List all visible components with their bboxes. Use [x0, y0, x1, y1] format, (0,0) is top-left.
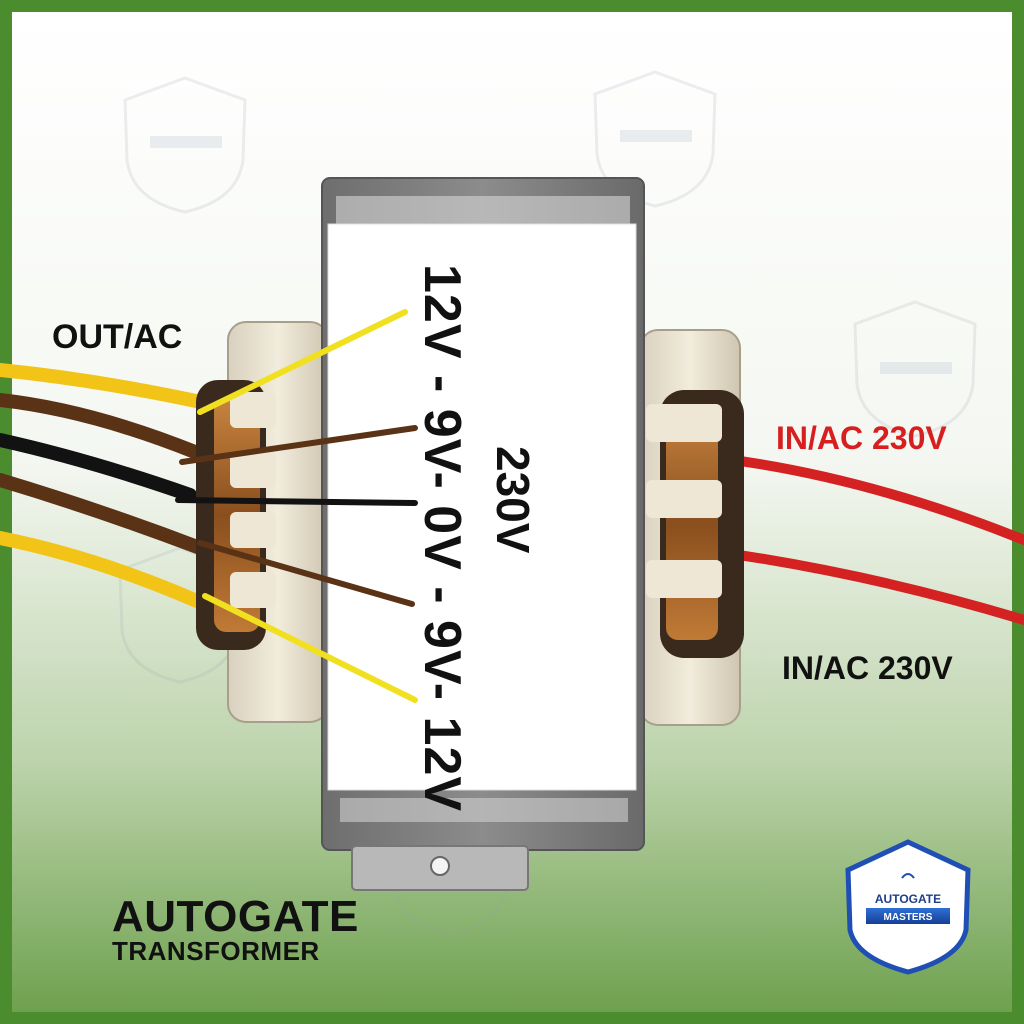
pointer-lines — [175, 309, 418, 703]
product-title: AUTOGATE — [112, 892, 359, 941]
logo-line1: AUTOGATE — [875, 892, 941, 906]
logo-line2: MASTERS — [884, 912, 933, 923]
input-label-top: IN/AC 230V — [776, 420, 947, 456]
product-subtitle: TRANSFORMER — [112, 936, 320, 966]
nameplate-input-voltage: 230V — [487, 446, 539, 554]
autogate-masters-logo: AUTOGATE MASTERS — [845, 839, 971, 975]
input-label-bottom: IN/AC 230V — [782, 650, 953, 686]
output-label: OUT/AC — [52, 318, 183, 356]
right-bobbin — [639, 329, 744, 726]
mounting-hole — [430, 856, 450, 876]
nameplate-voltages: 12V - 9V- 0V - 9V- 12V — [413, 264, 471, 813]
watermark-badges — [150, 130, 952, 374]
nameplate-label — [327, 223, 637, 791]
